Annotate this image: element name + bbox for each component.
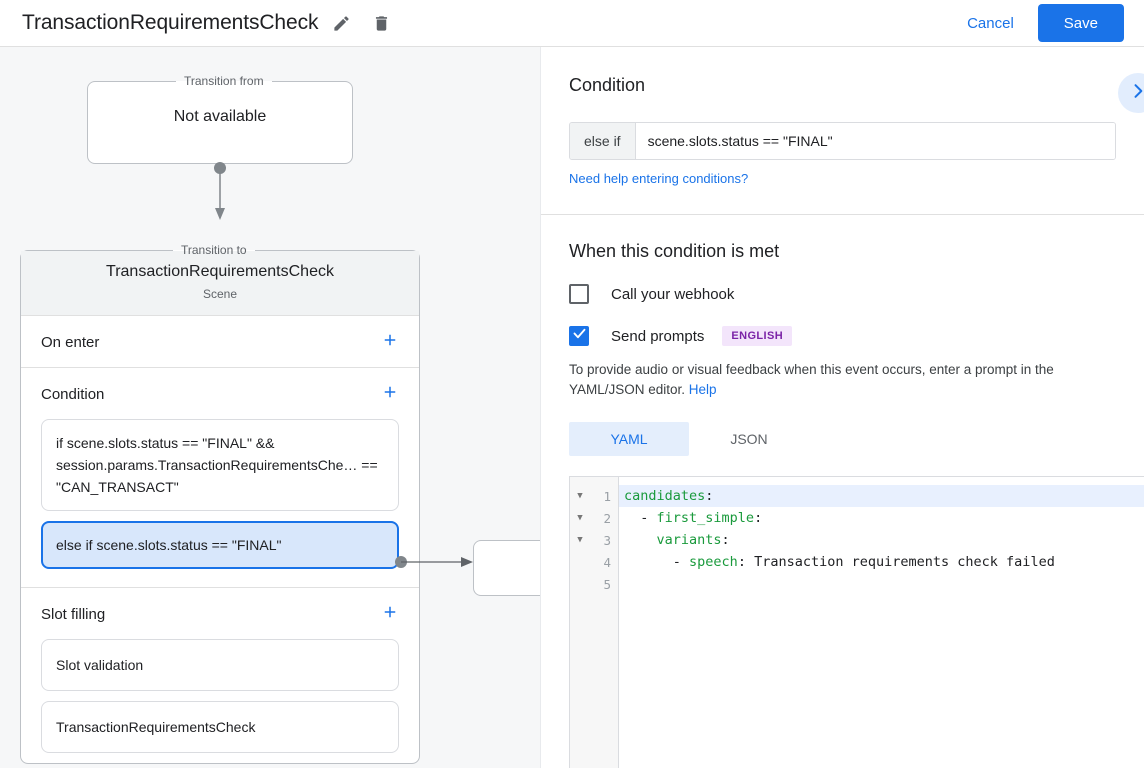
condition-help-link[interactable]: Need help entering conditions? [569,171,749,186]
transition-to-node[interactable]: Transition to TransactionRequirementsChe… [20,243,420,764]
plus-icon [381,383,399,406]
condition-prefix-label: else if [570,123,636,159]
send-prompts-label: Send prompts [611,327,705,345]
fold-arrow-icon[interactable]: ▼ [577,535,583,545]
yaml-indent [624,532,657,548]
details-panel: Condition else if scene.slots.status == … [540,47,1144,768]
tab-yaml[interactable]: YAML [569,422,689,456]
tab-json[interactable]: JSON [730,431,768,447]
line-number: 1 [603,488,611,504]
pencil-icon [332,14,351,33]
webhook-row[interactable]: Call your webhook [569,284,1116,304]
condition-chip[interactable]: if scene.slots.status == "FINAL" && sess… [41,419,399,511]
panel-divider [541,214,1144,215]
condition-chip-selected[interactable]: else if scene.slots.status == "FINAL" [41,521,399,569]
slot-filling-item[interactable]: TransactionRequirementsCheck [41,701,399,753]
edit-title-button[interactable] [324,6,358,40]
connector-condition-out [395,556,473,568]
line-number: 3 [603,532,611,548]
yaml-indent [624,554,673,570]
yaml-colon: : [705,488,714,504]
collapse-panel-button[interactable] [1118,73,1144,113]
prompt-description-text: To provide audio or visual feedback when… [569,362,1054,397]
plus-icon [381,331,399,354]
editor-format-tabs[interactable]: YAML JSON [569,422,1116,456]
add-on-enter-button[interactable] [379,331,401,353]
help-link[interactable]: Help [688,382,717,397]
editor-gutter: ▼ 1 ▼ 2 ▼ 3 4 5 [570,477,619,768]
panel-condition-section: Condition else if scene.slots.status == … [541,47,1144,214]
yaml-key: speech [689,554,738,570]
save-button[interactable]: Save [1037,4,1124,42]
flow-graph-canvas[interactable]: Transition from Not available Transition… [0,47,540,768]
add-condition-button[interactable] [379,383,401,405]
page-title: TransactionRequirementsCheck [22,11,319,34]
send-prompts-checkbox[interactable] [569,326,589,346]
yaml-key: first_simple [656,510,755,526]
downstream-node[interactable] [473,540,540,596]
line-number: 2 [603,510,611,526]
transition-to-header: TransactionRequirementsCheck Scene [21,251,419,316]
send-prompts-row[interactable]: Send prompts ENGLISH [569,326,1116,346]
node-section-title: Slot filling [41,605,106,623]
gutter-row: ▼ 3 [570,529,618,551]
condition-input-row[interactable]: else if scene.slots.status == "FINAL" [569,122,1116,160]
node-section-condition[interactable]: Condition [21,368,419,419]
line-number: 4 [603,554,611,570]
add-slot-filling-button[interactable] [379,603,401,625]
node-section-title: On enter [41,333,100,351]
yaml-editor[interactable]: ▼ 1 ▼ 2 ▼ 3 4 5 candidates: - first_si [569,476,1144,768]
condition-expression-input[interactable]: scene.slots.status == "FINAL" [635,123,1115,159]
yaml-dash: - [640,510,657,526]
panel-when-met-section: When this condition is met Call your web… [541,215,1144,456]
yaml-dash: - [672,554,690,570]
node-section-title: Condition [41,385,105,403]
yaml-key: variants [656,532,722,548]
checkmark-icon [572,326,587,346]
gutter-row: 5 [570,573,618,595]
top-app-bar: TransactionRequirementsCheck Cancel Save [0,0,1144,47]
code-line[interactable] [619,573,1144,595]
trash-icon [372,14,391,33]
gutter-row: ▼ 2 [570,507,618,529]
divider [21,367,419,368]
code-line[interactable]: - first_simple: [619,507,1144,529]
delete-button[interactable] [364,6,398,40]
transition-to-subtitle: Scene [202,287,238,301]
transition-to-title: TransactionRequirementsCheck [106,263,334,280]
code-line[interactable]: variants: [619,529,1144,551]
panel-condition-heading: Condition [569,75,646,95]
plus-icon [381,603,399,626]
transition-from-legend: Transition from [184,74,264,88]
prompt-description: To provide audio or visual feedback when… [569,360,1116,400]
editor-code-area[interactable]: candidates: - first_simple: variants: - … [619,477,1144,768]
call-webhook-label: Call your webhook [611,285,735,303]
call-webhook-checkbox[interactable] [569,284,589,304]
fold-arrow-icon[interactable]: ▼ [577,513,583,523]
node-section-slot-filling[interactable]: Slot filling [21,588,419,639]
fold-arrow-icon[interactable]: ▼ [577,491,583,501]
code-line[interactable]: candidates: [619,485,1144,507]
yaml-colon: : [754,510,763,526]
language-badge: ENGLISH [722,326,793,346]
yaml-indent [624,510,640,526]
transition-from-value: Not available [173,108,267,125]
slot-filling-item[interactable]: Slot validation [41,639,399,691]
when-met-heading: When this condition is met [569,241,780,261]
cancel-button[interactable]: Cancel [953,7,1028,40]
yaml-key: candidates [624,488,706,504]
line-number: 5 [603,576,611,592]
gutter-row: ▼ 1 [570,485,618,507]
connector-from-to [214,162,226,220]
node-section-on-enter[interactable]: On enter [21,316,419,367]
code-line[interactable]: - speech: Transaction requirements check… [619,551,1144,573]
divider [21,587,419,588]
chevron-right-icon [1128,81,1144,106]
transition-to-legend: Transition to [181,243,247,257]
transition-from-node[interactable]: Transition from Not available [87,74,353,164]
yaml-colon: : [737,554,746,570]
gutter-row: 4 [570,551,618,573]
yaml-value: Transaction requirements check failed [745,554,1055,570]
yaml-colon: : [721,532,730,548]
